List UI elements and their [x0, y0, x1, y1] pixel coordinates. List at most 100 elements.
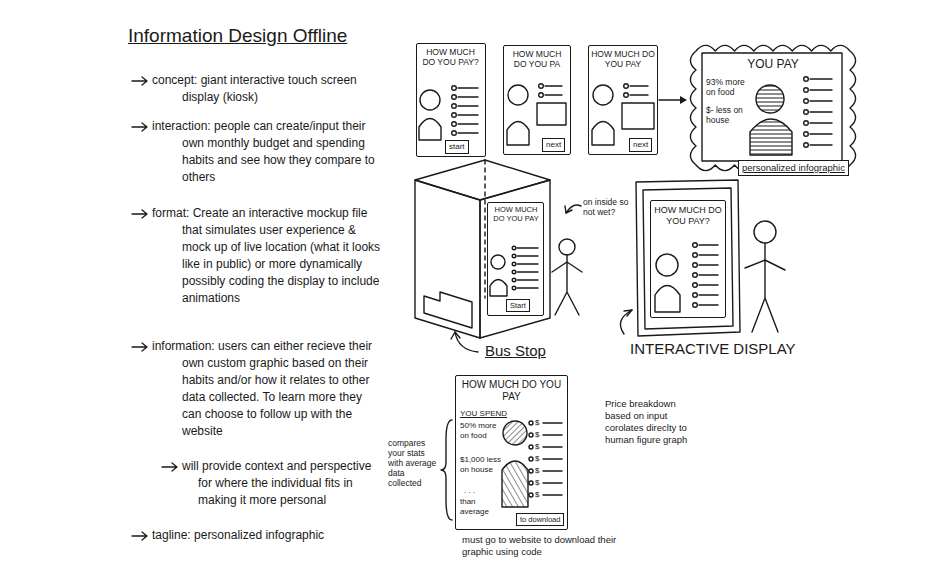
- price-list: [529, 445, 533, 449]
- infographic-text: YOU PAY: [728, 57, 818, 71]
- button-text: next: [546, 140, 561, 150]
- bullet-list: [693, 283, 698, 288]
- bullet-list: [452, 104, 457, 109]
- text-slot: 50% more on food: [460, 421, 501, 440]
- bullet-arrow: [131, 122, 149, 132]
- bullet-list: [458, 132, 478, 133]
- infographic-text: 93% more on food: [706, 77, 746, 97]
- bullet-list: [699, 244, 718, 245]
- price-list: [543, 482, 562, 483]
- concept-note: will provide context and perspective for…: [182, 458, 382, 509]
- bullet-list: [452, 131, 457, 136]
- text-slot: information: users can either recieve th…: [152, 338, 382, 440]
- curly-bracket: [441, 420, 452, 520]
- stick-figure: [745, 221, 785, 332]
- sketch-annotation: must go to website to download their gra…: [462, 534, 632, 558]
- stick-figure: [745, 243, 785, 332]
- kiosk-box: [480, 180, 550, 338]
- curly-bracket: [441, 420, 452, 520]
- screen-text: $: [535, 418, 539, 428]
- screen-button: Start: [506, 299, 530, 312]
- bullet-list: [458, 114, 478, 115]
- bullet-list: [699, 264, 718, 265]
- bullet-list: [804, 110, 809, 115]
- screen-heading: HOW MUCH DO YOU PAY?: [419, 47, 482, 67]
- bullet-list: [452, 86, 457, 91]
- bullet-list: [517, 255, 538, 256]
- caption-box: personalized infographic: [738, 160, 849, 176]
- text-slot: $1,000 less on house: [460, 455, 501, 474]
- button-text: to download: [520, 515, 560, 524]
- price-list: [543, 434, 562, 435]
- text-slot: than average: [460, 497, 501, 516]
- human-figure-graph: [490, 280, 507, 297]
- screen-heading: HOW MUCH DO YOU PA: [506, 49, 568, 69]
- text-slot: $: [535, 490, 539, 500]
- bullet-list: [810, 100, 832, 101]
- text-slot: HOW MUCH DO YOU PAY: [490, 205, 542, 223]
- bullet-list: [545, 94, 562, 95]
- text-slot: INTERACTIVE DISPLAY: [630, 340, 796, 358]
- infographic-sheet: [702, 53, 842, 161]
- infographic-sheet: [756, 85, 784, 113]
- bullet-list: [804, 143, 809, 148]
- screen-button: start: [445, 140, 469, 154]
- leader-arrow: [620, 310, 632, 334]
- bullet-list: [512, 246, 516, 250]
- concept-note: concept: giant interactive touch screen …: [152, 72, 382, 106]
- bullet-list: [545, 85, 562, 86]
- bullet-list: [699, 274, 718, 275]
- bullet-arrow: [132, 123, 147, 131]
- bullet-list: [512, 254, 516, 258]
- text-slot: Information Design Offline: [128, 24, 347, 48]
- bullet-list: [630, 94, 648, 95]
- button-text: next: [633, 140, 648, 150]
- text-slot: Bus Stop: [485, 342, 546, 360]
- kiosk-box: [415, 160, 550, 338]
- tagline-note: tagline: personalized infographic: [152, 527, 382, 544]
- concept-note: information: users can either recieve th…: [152, 338, 382, 440]
- kiosk-box: [424, 292, 472, 328]
- price-list: [543, 494, 562, 495]
- price-list: [543, 470, 562, 471]
- stick-figure: [552, 239, 582, 315]
- kiosk-box: [484, 160, 485, 298]
- leader-arrow: [620, 310, 632, 334]
- text-slot: HOW MUCH DO YOU PAY?: [419, 47, 482, 67]
- text-slot: format: Create an interactive mockup fil…: [152, 205, 382, 307]
- screen-text: $: [535, 430, 539, 440]
- text-slot: interaction: people can create/input the…: [152, 118, 382, 186]
- leader-arrow: [451, 205, 581, 352]
- price-list: [543, 446, 562, 447]
- stick-figure: [552, 255, 582, 315]
- sketch-annotation: Price breakdown based on input corolates…: [605, 398, 700, 446]
- concept-note: interaction: people can create/input the…: [152, 118, 382, 186]
- flow-arrow: [659, 96, 687, 104]
- bullet-list: [517, 271, 538, 272]
- bullet-list: [804, 121, 809, 126]
- bullet-arrow: [132, 343, 147, 351]
- screen-button: to download: [516, 513, 564, 526]
- screen-mockup: HOW MUCH DO YOU PA next: [503, 45, 571, 155]
- price-list: [529, 481, 533, 485]
- bullet-list: [452, 95, 457, 100]
- arrow-head: [680, 96, 687, 104]
- bullet-list: [517, 287, 538, 288]
- human-figure-graph: [503, 421, 527, 445]
- bullet-list: [537, 103, 566, 125]
- screen-heading: HOW MUCH DO YOU PAY?: [653, 205, 723, 226]
- bullet-arrow: [131, 531, 149, 541]
- human-figure-graph: [420, 90, 440, 110]
- bullet-list: [693, 303, 698, 308]
- text-slot: must go to website to download their gra…: [462, 534, 632, 558]
- leader-arrow: [565, 206, 572, 213]
- infographic-text: $- less on house: [706, 105, 746, 125]
- screen-text: $: [535, 442, 539, 452]
- human-figure-graph: [502, 421, 528, 507]
- human-figure-graph: [656, 254, 678, 276]
- text-slot: YOU SPEND: [460, 409, 507, 419]
- human-figure-graph: [592, 122, 614, 146]
- kiosk-screen: HOW MUCH DO YOU PAY Start: [487, 202, 544, 316]
- infographic-sheet: [702, 53, 842, 161]
- screen-mockup: HOW MUCH DO YOU PAYYOU SPEND50% more on …: [455, 375, 568, 530]
